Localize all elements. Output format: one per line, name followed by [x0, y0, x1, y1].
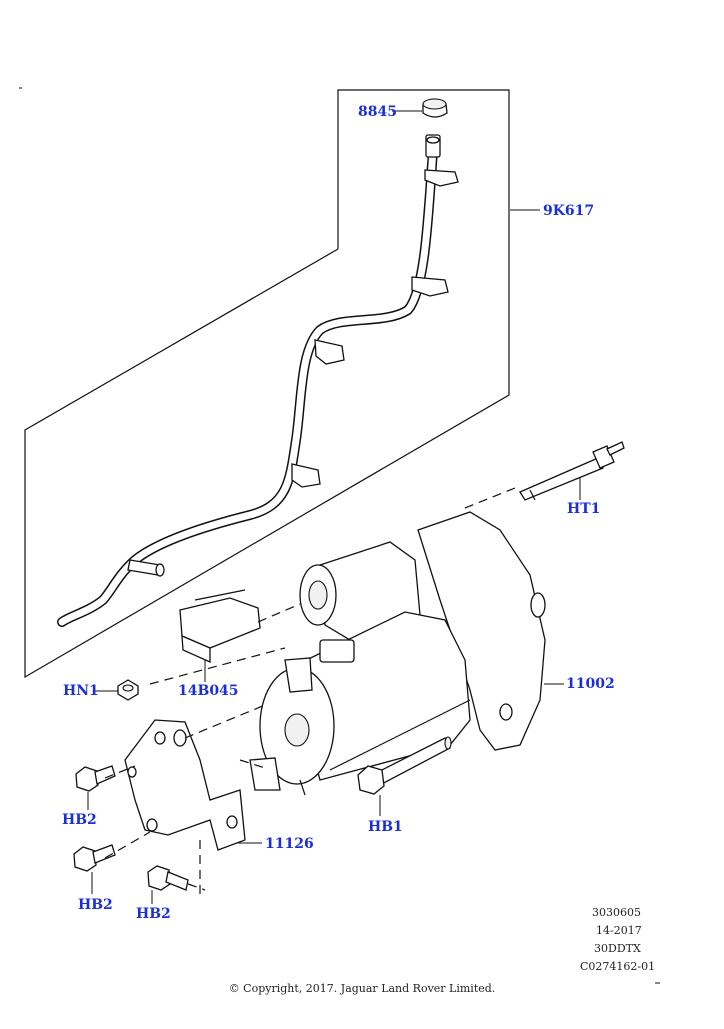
assembly-lines	[104, 487, 516, 900]
heat-shield-14b045	[179, 589, 261, 664]
bolt-hb1	[357, 736, 452, 795]
callout-hb2-middle[interactable]: HB2	[78, 897, 113, 913]
callout-hb1[interactable]: HB1	[368, 819, 403, 835]
callout-11126[interactable]: 11126	[265, 836, 314, 852]
inset-frame	[24, 89, 510, 679]
callout-hb2-lower[interactable]: HB2	[136, 906, 171, 922]
bolt-ht1	[519, 441, 625, 501]
starter-motor-11002	[249, 511, 546, 796]
callout-9k617[interactable]: 9K617	[543, 203, 595, 219]
hose-clips	[291, 169, 459, 488]
bolt-hb2-middle	[73, 844, 116, 872]
ref-line-4: C0274162-01	[580, 960, 656, 973]
copyright-notice: © Copyright, 2017. Jaguar Land Rover Lim…	[228, 982, 496, 995]
callout-8845[interactable]: 8845	[358, 104, 397, 120]
callout-hb2-upper[interactable]: HB2	[62, 812, 97, 828]
bolt-hb2-upper	[75, 765, 116, 792]
ref-line-2: 14-2017	[596, 924, 642, 937]
callout-11002[interactable]: 11002	[566, 676, 615, 692]
ref-line-3: 30DDTX	[594, 942, 641, 955]
bolts-hb2	[73, 765, 189, 891]
bolt-hb2-lower	[147, 865, 189, 891]
cap-8845	[422, 98, 448, 118]
leader-lines	[87, 110, 581, 904]
ref-line-1: 3030605	[592, 906, 641, 919]
callout-hn1[interactable]: HN1	[63, 683, 99, 699]
bracket-11126	[124, 719, 246, 851]
callout-ht1[interactable]: HT1	[567, 501, 601, 517]
nut-hn1	[117, 679, 139, 701]
callout-14b045[interactable]: 14B045	[178, 683, 239, 699]
